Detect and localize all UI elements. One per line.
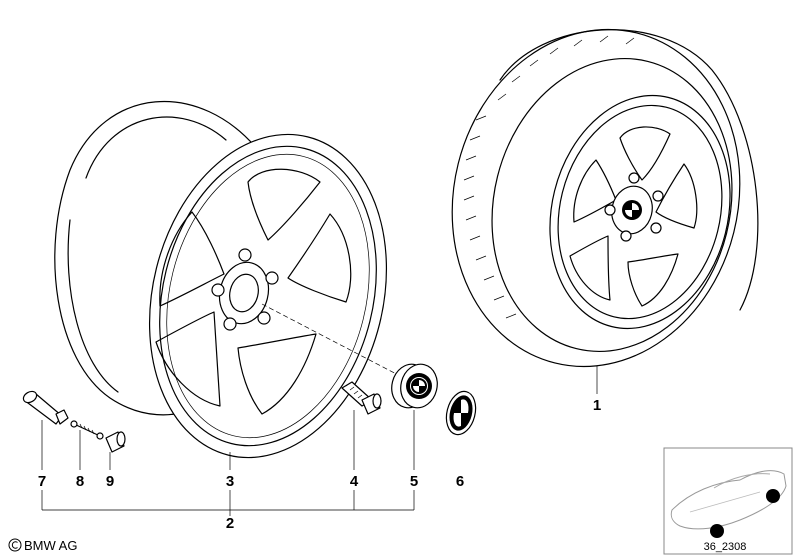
emblem-roundel-icon [453,399,469,427]
wheel-bolt-drawing [341,381,382,415]
callout-3: 3 [226,473,234,490]
rear-wheel-marker-icon [766,489,780,503]
leader-lines [41,366,598,516]
copyright-notice: BMW AG [8,538,77,553]
wheel-with-tyre-drawing [451,28,759,368]
emblem-drawing [445,390,477,436]
callout-9: 9 [106,473,114,490]
callout-5: 5 [410,473,418,490]
copyright-icon [8,538,22,552]
callout-6: 6 [456,473,464,490]
copyright-text: BMW AG [24,538,77,553]
callout-4: 4 [350,473,359,490]
callout-7: 7 [38,473,46,490]
hub-cap-drawing [391,363,438,409]
alloy-rim-drawing [54,100,405,459]
diagram-id: 36_2308 [704,541,747,553]
hub-roundel-icon [622,200,642,220]
valve-cap-drawing [105,431,126,453]
hub-cap-roundel-icon [411,378,427,394]
valve-core-drawing [70,420,104,440]
car-location-thumbnail: 36_2308 [663,447,793,555]
callout-8: 8 [76,473,84,490]
front-wheel-marker-icon [710,524,724,538]
valve-stem-drawing [22,390,69,425]
callout-2: 2 [226,515,234,532]
callout-1: 1 [593,397,601,414]
